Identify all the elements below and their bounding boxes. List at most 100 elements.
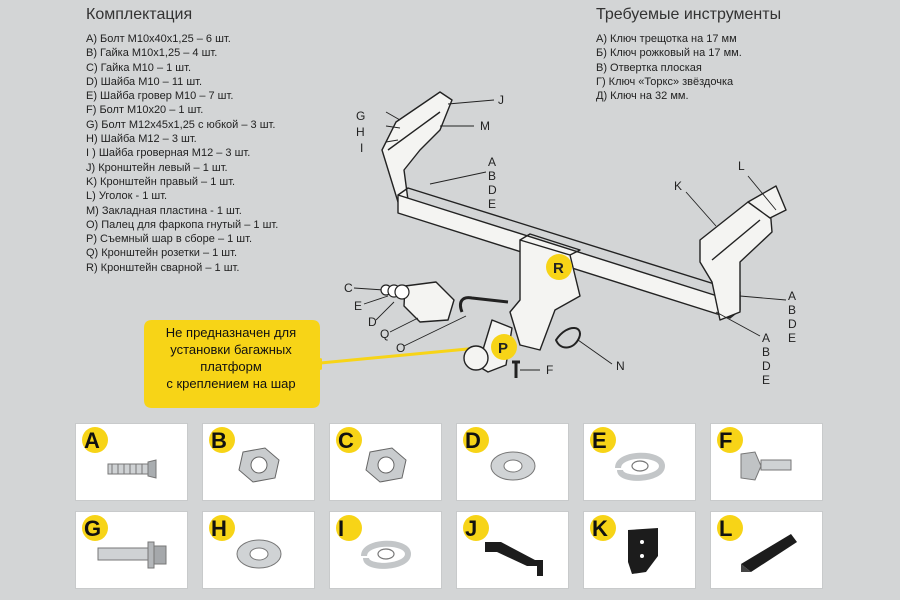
- kit-list-item: L) Уголок - 1 шт.: [86, 190, 168, 203]
- callout-text: Не предназначен для установки багажных пла…: [142, 318, 320, 392]
- socket-plate-shape: [403, 281, 455, 323]
- part-letter: J: [465, 516, 478, 541]
- kit-list-item: O) Палец для фаркопа гнутый – 1 шт.: [86, 218, 279, 231]
- label-abde-2-b: B: [788, 303, 796, 317]
- part-letter: K: [592, 516, 608, 541]
- part-tile-i: I: [329, 511, 442, 589]
- callout-line: Не предназначен для: [165, 325, 297, 340]
- clip-shape: [555, 327, 581, 349]
- kit-list-item: E) Шайба гровер М10 – 7 шт.: [86, 90, 234, 103]
- part-tile-l: L: [710, 511, 823, 589]
- kit-list-item: Q) Кронштейн розетки – 1 шт.: [86, 247, 238, 260]
- hex-nut-icon: [365, 447, 407, 483]
- label-p-badge: [491, 334, 517, 360]
- label-o: O: [396, 341, 405, 355]
- kit-list-item: B) Гайка М10х1,25 – 4 шт.: [86, 47, 218, 60]
- part-badge: [463, 515, 489, 541]
- label-r: R: [553, 260, 564, 277]
- tools-list: А) Ключ трещотка на 17 мм Б) Ключ рожковы…: [596, 32, 742, 103]
- callout-bubble: [144, 320, 322, 408]
- kit-list-item: J) Кронштейн левый – 1 шт.: [86, 161, 228, 174]
- label-q: Q: [380, 327, 389, 341]
- label-n: N: [616, 359, 625, 373]
- label-l: L: [738, 159, 745, 173]
- part-letter: B: [211, 428, 227, 453]
- label-abde-1-e: E: [488, 197, 496, 211]
- part-letter: F: [719, 428, 733, 453]
- tools-list-item: Г) Ключ «Торкс» звёздочка: [596, 75, 734, 88]
- label-d: D: [368, 315, 377, 329]
- kit-list-item: P) Съемный шар в сборе – 1 шт.: [86, 233, 253, 246]
- label-f: F: [546, 363, 553, 377]
- part-letter: H: [211, 516, 227, 541]
- flat-washer-icon: [236, 539, 282, 569]
- part-badge: [82, 515, 108, 541]
- label-h: H: [356, 125, 365, 139]
- kit-list-item: D) Шайба М10 – 11 шт.: [86, 75, 203, 88]
- tools-list-item: В) Отвертка плоская: [596, 61, 702, 74]
- kit-list: A) Болт М10х40х1,25 – 6 шт.B) Гайка М10х…: [86, 32, 278, 275]
- part-letter: G: [84, 516, 102, 541]
- part-tile-a: A: [75, 423, 188, 501]
- short-bolt-icon: [740, 451, 792, 481]
- angle-bracket-icon: [741, 534, 797, 572]
- label-k: K: [674, 179, 682, 193]
- kit-list-item: F) Болт М10х20 – 1 шт.: [86, 104, 204, 117]
- label-abde-3-e: E: [762, 373, 770, 387]
- part-badge: [717, 427, 743, 453]
- tools-list-item: Д) Ключ на 32 мм.: [596, 90, 689, 103]
- tools-list-item: Б) Ключ рожковый на 17 мм.: [596, 47, 742, 60]
- part-badge: [209, 515, 235, 541]
- part-letter: I: [338, 516, 345, 541]
- label-abde-1-a: A: [488, 155, 496, 169]
- part-tile-h: H: [202, 511, 315, 589]
- part-tile-e: E: [583, 423, 696, 501]
- label-g: G: [356, 109, 365, 123]
- kit-title: Комплектация: [86, 6, 193, 23]
- part-badge: [82, 427, 108, 453]
- angle-l-shape: [747, 185, 787, 219]
- spring-washer-icon: [615, 452, 666, 481]
- label-e: E: [354, 299, 362, 313]
- tools-list-item: А) Ключ трещотка на 17 мм: [596, 33, 737, 45]
- kit-list-item: K) Кронштейн правый – 1 шт.: [86, 175, 236, 188]
- part-letter: D: [465, 428, 481, 453]
- part-letter: L: [719, 516, 733, 541]
- tow-ball: [463, 345, 489, 371]
- part-badge: [209, 427, 235, 453]
- kit-list-item: G) Болт М12х45х1,25 с юбкой – 3 шт.: [86, 118, 276, 131]
- part-badge: [590, 427, 616, 453]
- part-tile-k: K: [583, 511, 696, 589]
- label-abde-2-e: E: [788, 331, 796, 345]
- part-badge: [336, 427, 362, 453]
- label-c: C: [344, 281, 353, 295]
- tools-title: Требуемые инструменты: [596, 6, 782, 23]
- kit-list-item: H) Шайба М12 – 3 шт.: [86, 133, 197, 146]
- part-tile-j: J: [456, 511, 569, 589]
- part-badge: [336, 515, 362, 541]
- label-m: M: [480, 119, 490, 133]
- part-tile-f: F: [710, 423, 823, 501]
- label-abde-3-b: B: [762, 345, 770, 359]
- label-abde-3-a: A: [762, 331, 770, 345]
- callout-line: установки багажных: [170, 342, 292, 357]
- label-p: P: [498, 340, 508, 357]
- kit-list-item: M) Закладная пластина - 1 шт.: [86, 204, 242, 217]
- callout-line: с креплением на шар: [166, 376, 296, 391]
- towbar-diagram: G H I J M A B D E K L R P C E D Q O F N …: [309, 91, 797, 387]
- part-badge: [590, 515, 616, 541]
- part-badge: [463, 427, 489, 453]
- bolt-icon: [107, 459, 157, 479]
- label-abde-2-d: D: [788, 317, 797, 331]
- flange-bolt-icon: [97, 541, 167, 569]
- part-letter: C: [338, 428, 354, 453]
- part-letter: E: [592, 428, 607, 453]
- label-i: I: [360, 141, 363, 155]
- hex-nut-icon: [238, 447, 280, 483]
- bracket-left-icon: [485, 542, 543, 576]
- kit-list-item: C) Гайка М10 – 1 шт.: [86, 61, 191, 74]
- callout-line: платформ: [200, 359, 262, 374]
- part-tile-d: D: [456, 423, 569, 501]
- bracket-right-icon: [628, 528, 658, 574]
